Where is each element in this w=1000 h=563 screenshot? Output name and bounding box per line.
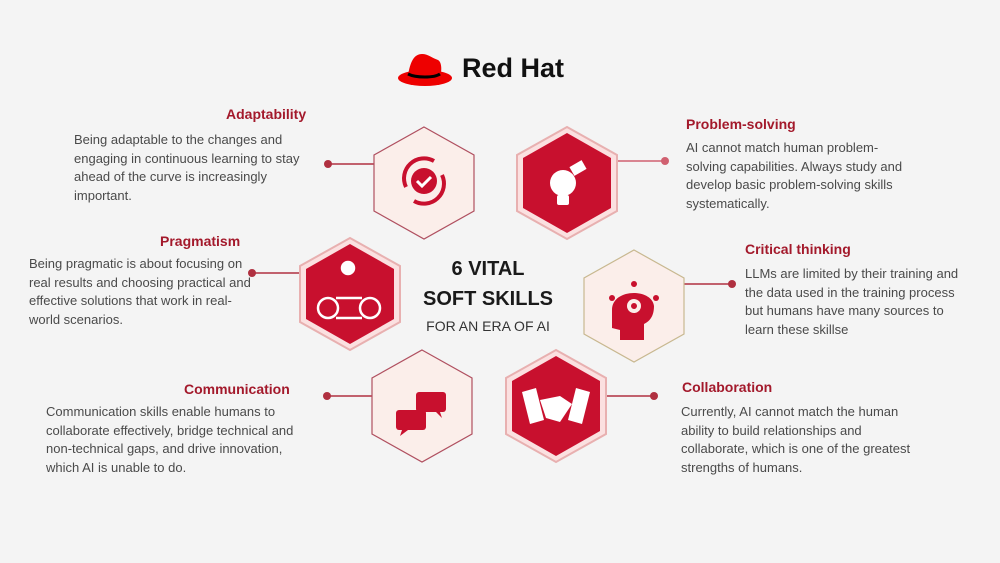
gear-cycle-icon bbox=[316, 260, 382, 320]
red-hat-logo: Red Hat bbox=[396, 48, 564, 88]
skill-desc-communication: Communication skills enable humans to co… bbox=[46, 404, 294, 475]
lightbulb-puzzle-icon bbox=[550, 160, 587, 205]
center-heading: 6 VITAL SOFT SKILLS FOR AN ERA OF AI bbox=[408, 254, 568, 334]
collaboration-hexagon bbox=[505, 348, 607, 464]
problem-solving-hexagon bbox=[516, 125, 618, 241]
head-gear-icon bbox=[609, 281, 659, 340]
pragmatism-hexagon bbox=[299, 236, 401, 352]
skill-title-problem-solving: Problem-solving bbox=[686, 116, 796, 132]
skill-desc-collaboration: Currently, AI cannot match the human abi… bbox=[681, 404, 911, 475]
refresh-check-icon bbox=[402, 156, 446, 206]
red-hat-icon bbox=[398, 54, 452, 86]
skill-desc-pragmatism: Being pragmatic is about focusing on rea… bbox=[29, 256, 251, 327]
skill-desc-critical-thinking: LLMs are limited by their training and t… bbox=[745, 266, 959, 337]
skill-desc-adaptability: Being adaptable to the changes and engag… bbox=[74, 132, 300, 203]
skill-desc-problem-solving: AI cannot match human problem-solving ca… bbox=[686, 140, 903, 211]
critical-thinking-hexagon bbox=[583, 249, 685, 363]
center-title-line1: 6 VITAL bbox=[451, 258, 525, 280]
handshake-icon bbox=[522, 388, 590, 424]
skill-title-adaptability: Adaptability bbox=[226, 106, 307, 122]
skill-title-pragmatism: Pragmatism bbox=[160, 233, 241, 249]
skill-title-critical-thinking: Critical thinking bbox=[745, 241, 851, 257]
brand-name: Red Hat bbox=[462, 52, 565, 83]
skill-title-collaboration: Collaboration bbox=[682, 379, 773, 395]
center-subtitle: FOR AN ERA OF AI bbox=[426, 318, 550, 334]
skill-title-communication: Communication bbox=[184, 381, 290, 397]
chat-bubbles-icon bbox=[396, 392, 446, 436]
communication-hexagon bbox=[371, 349, 473, 463]
center-title-line2: SOFT SKILLS bbox=[423, 288, 553, 310]
adaptability-hexagon bbox=[373, 126, 475, 240]
